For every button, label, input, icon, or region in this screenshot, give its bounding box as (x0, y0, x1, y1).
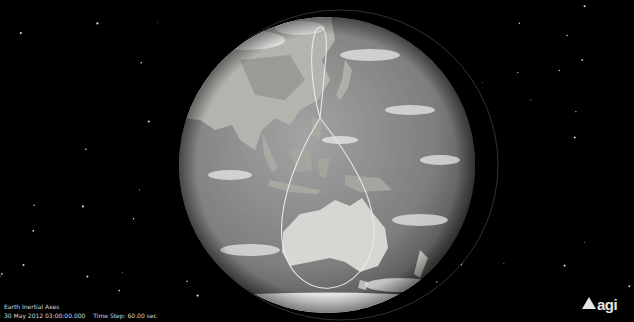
star (139, 189, 140, 190)
star (559, 70, 560, 71)
star (140, 62, 142, 64)
star (186, 280, 188, 282)
star (133, 218, 135, 220)
star (482, 82, 484, 84)
star (86, 276, 88, 278)
date-label: 30 May 2012 03:00:00.000 (4, 312, 85, 319)
star (517, 72, 518, 73)
star (0, 276, 1, 277)
star (85, 148, 87, 150)
star (584, 5, 586, 7)
star (23, 264, 25, 266)
star (82, 205, 84, 207)
star (121, 272, 123, 274)
logo-text: agi (597, 296, 617, 313)
star (33, 204, 34, 205)
star (148, 120, 150, 122)
star (96, 22, 98, 24)
star (575, 111, 576, 112)
star (564, 265, 566, 267)
star (566, 35, 567, 36)
star (503, 262, 505, 264)
star (581, 59, 583, 61)
time-step-label: Time Step: 60.00 sec (93, 312, 156, 319)
star (519, 23, 520, 24)
star (157, 22, 159, 24)
star (119, 290, 121, 292)
star (20, 32, 22, 34)
star (436, 281, 437, 282)
star (574, 136, 576, 138)
star (628, 285, 630, 287)
star (197, 295, 199, 297)
frame-label: Earth Inertial Axes (4, 303, 59, 310)
star (1, 273, 3, 275)
star (584, 241, 586, 243)
star (32, 230, 34, 232)
star (530, 99, 531, 100)
